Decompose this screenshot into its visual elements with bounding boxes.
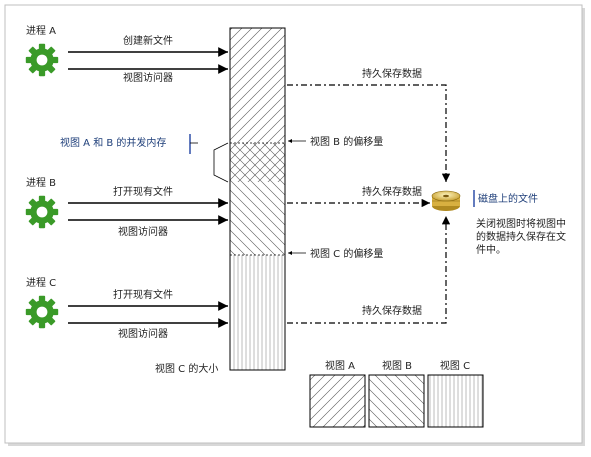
persist-label-3: 持久保存数据 (362, 304, 422, 317)
persist-label-1: 持久保存数据 (362, 67, 422, 80)
offset-c-label: 视图 C 的偏移量 (310, 247, 383, 260)
process-b-arrow2-label: 视图访问器 (118, 225, 168, 238)
process-b-arrow1-label: 打开现有文件 (113, 185, 173, 198)
disk: 磁盘上的文件 关闭视图时将视图中 的数据持久保存在文 件中。 (431, 190, 566, 256)
concurrent-memory-label: 视图 A 和 B 的并发内存 (60, 136, 166, 149)
memory-block (229, 27, 286, 371)
concurrent-memory-callout: 视图 A 和 B 的并发内存 (60, 134, 229, 183)
offset-b: 视图 B 的偏移量 (288, 135, 383, 148)
legend-swatch-b (368, 374, 425, 428)
legend: 视图 A 视图 B 视图 C (309, 359, 484, 428)
disk-file-label: 磁盘上的文件 (478, 192, 538, 205)
legend-swatch-c (427, 374, 484, 428)
legend-swatch-a (309, 374, 366, 428)
disk-note-line-2: 的数据持久保存在文 (476, 230, 566, 243)
offset-b-label: 视图 B 的偏移量 (310, 135, 383, 148)
process-a-arrow1-label: 创建新文件 (123, 34, 173, 47)
process-a: 进程 A 创建新文件 视图访问器 (25, 25, 228, 84)
persist-links: 持久保存数据 持久保存数据 持久保存数据 (287, 67, 451, 324)
persist-line-1 (287, 84, 451, 182)
gear-icon (25, 43, 59, 77)
gear-icon (25, 195, 59, 229)
process-c: 进程 C 打开现有文件 视图访问器 (25, 277, 228, 340)
process-a-arrow2-label: 视图访问器 (123, 71, 173, 84)
callout-bracket (213, 142, 229, 183)
view-c-size-label: 视图 C 的大小 (155, 362, 218, 375)
frame (4, 4, 583, 444)
disk-icon (431, 190, 461, 211)
legend-label-a: 视图 A (325, 359, 355, 372)
region-view-c (230, 255, 285, 370)
offset-c: 视图 C 的偏移量 (288, 247, 383, 260)
legend-label-b: 视图 B (382, 359, 412, 372)
persist-line-3 (287, 216, 451, 324)
process-b: 进程 B 打开现有文件 视图访问器 (25, 177, 228, 238)
memory-outline (229, 27, 286, 371)
gear-icon (25, 295, 59, 329)
region-view-a (230, 28, 285, 143)
process-c-arrow2-label: 视图访问器 (118, 327, 168, 340)
legend-label-c: 视图 C (440, 359, 470, 372)
process-b-title: 进程 B (26, 177, 56, 189)
process-c-title: 进程 C (26, 277, 56, 289)
persist-label-2: 持久保存数据 (362, 185, 422, 198)
process-a-title: 进程 A (26, 25, 56, 37)
disk-note-line-1: 关闭视图时将视图中 (476, 217, 566, 230)
disk-note-line-3: 件中。 (476, 243, 506, 256)
region-view-b (230, 182, 285, 255)
process-c-arrow1-label: 打开现有文件 (113, 288, 173, 301)
region-concurrent-overlay (230, 143, 285, 182)
